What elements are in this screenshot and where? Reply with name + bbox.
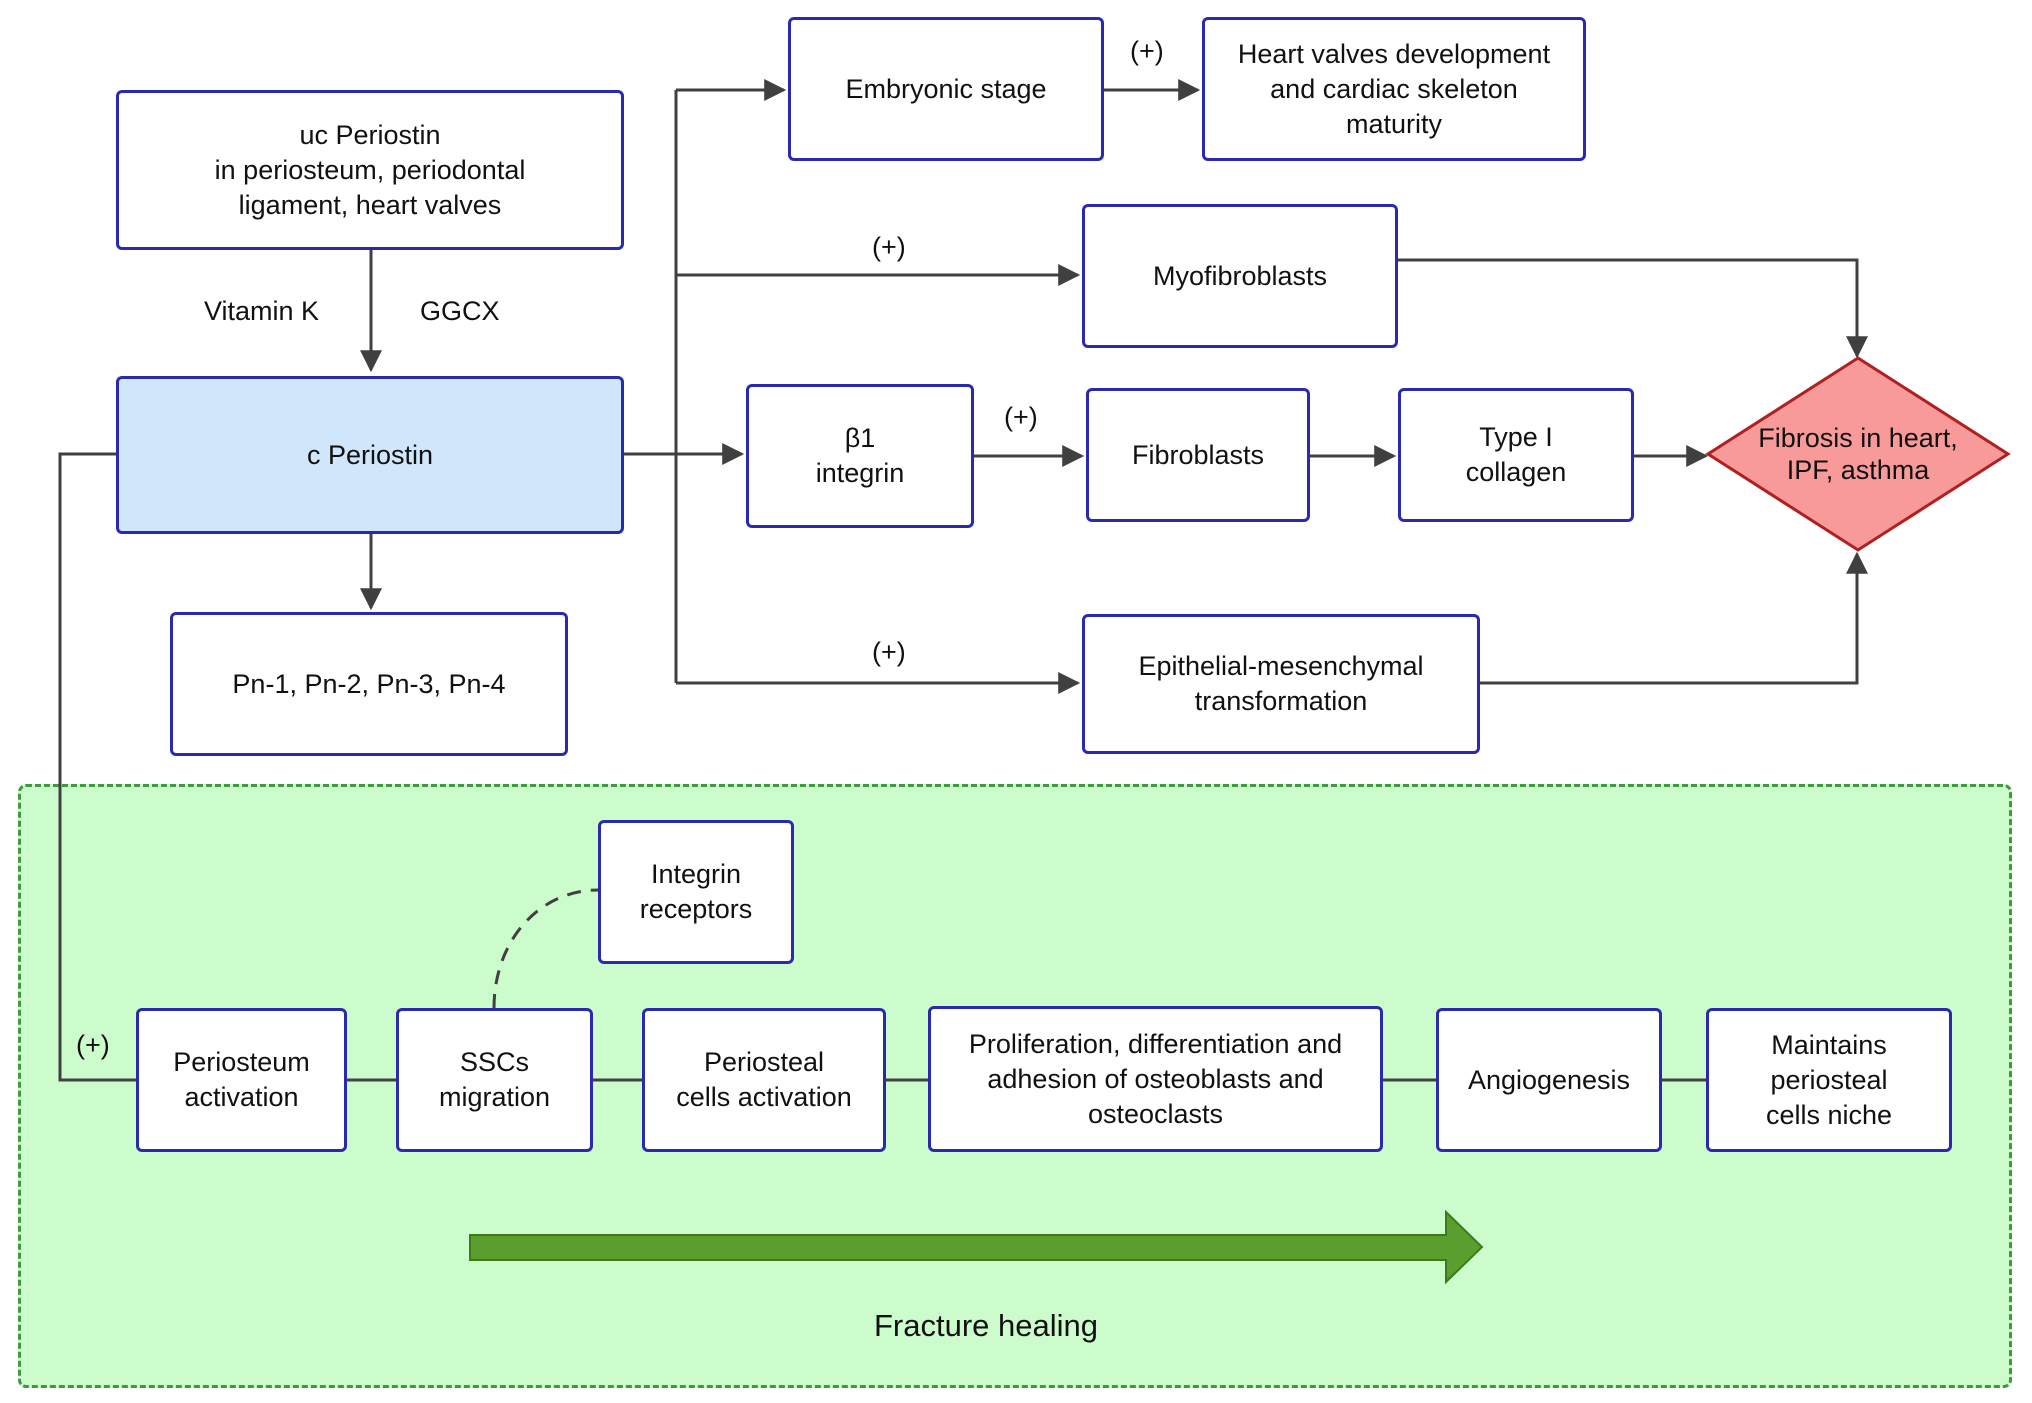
emt-box: Epithelial-mesenchymal transformation	[1082, 614, 1480, 754]
maintains-niche-label: Maintains periosteal cells niche	[1765, 1029, 1893, 1130]
connector-c-to-periosteum	[58, 452, 136, 1082]
c-periostin-box: c Periostin	[116, 376, 624, 534]
uc-periostin-box: uc Periostin in periosteum, periodontal …	[116, 90, 624, 250]
proliferation-box: Proliferation, differentiation and adhes…	[928, 1006, 1383, 1152]
integrin-receptors-label: Integrin receptors	[639, 859, 753, 924]
periosteum-activation-box: Periosteum activation	[136, 1008, 347, 1152]
integrin-receptors-box: Integrin receptors	[598, 820, 794, 964]
beta1-integrin-label: β1 integrin	[815, 423, 905, 488]
plus-sign-emt: (+)	[872, 637, 906, 667]
arrow-myofibroblasts-to-fibrosis	[1397, 258, 1868, 359]
fibroblasts-box: Fibroblasts	[1086, 388, 1310, 522]
periosteum-activation-label: Periosteum activation	[173, 1047, 310, 1112]
angiogenesis-box: Angiogenesis	[1436, 1008, 1662, 1152]
proliferation-label: Proliferation, differentiation and adhes…	[968, 1028, 1343, 1129]
vitamin-k-label: Vitamin K	[204, 296, 320, 326]
fracture-healing-label: Fracture healing	[874, 1308, 1099, 1343]
plus-sign-heart-valves: (+)	[1130, 36, 1164, 66]
periosteal-cells-activation-label: Periosteal cells activation	[676, 1047, 852, 1112]
ggcx-label: GGCX	[420, 296, 500, 326]
dashed-link-integrin-ssc	[492, 888, 599, 1009]
angiogenesis-label: Angiogenesis	[1467, 1064, 1631, 1095]
emt-label: Epithelial-mesenchymal transformation	[1138, 651, 1424, 716]
fibrosis-diamond-shape	[1705, 356, 2011, 552]
fracture-healing-arrow	[469, 1209, 1484, 1285]
sscs-migration-box: SSCs migration	[396, 1008, 593, 1152]
type1-collagen-box: Type I collagen	[1398, 388, 1634, 522]
plus-sign-fibroblasts: (+)	[1004, 402, 1038, 432]
c-periostin-label: c Periostin	[306, 439, 434, 470]
type1-collagen-label: Type I collagen	[1465, 422, 1567, 487]
heart-valves-label: Heart valves development and cardiac ske…	[1237, 38, 1551, 139]
beta1-integrin-box: β1 integrin	[746, 384, 974, 528]
periosteal-cells-activation-box: Periosteal cells activation	[642, 1008, 886, 1152]
heart-valves-box: Heart valves development and cardiac ske…	[1202, 17, 1586, 161]
embryonic-stage-label: Embryonic stage	[845, 73, 1047, 104]
pn-isoforms-box: Pn-1, Pn-2, Pn-3, Pn-4	[170, 612, 568, 756]
myofibroblasts-label: Myofibroblasts	[1152, 260, 1328, 291]
plus-sign-myofibroblasts: (+)	[872, 232, 906, 262]
myofibroblasts-box: Myofibroblasts	[1082, 204, 1398, 348]
embryonic-stage-box: Embryonic stage	[788, 17, 1104, 161]
arrow-emt-to-fibrosis	[1480, 551, 1868, 685]
maintains-niche-box: Maintains periosteal cells niche	[1706, 1008, 1952, 1152]
uc-periostin-label: uc Periostin in periosteum, periodontal …	[214, 119, 526, 220]
pn-isoforms-label: Pn-1, Pn-2, Pn-3, Pn-4	[232, 668, 506, 699]
plus-sign-periosteum: (+)	[76, 1030, 110, 1060]
fibroblasts-label: Fibroblasts	[1131, 439, 1265, 470]
sscs-migration-label: SSCs migration	[438, 1047, 551, 1112]
